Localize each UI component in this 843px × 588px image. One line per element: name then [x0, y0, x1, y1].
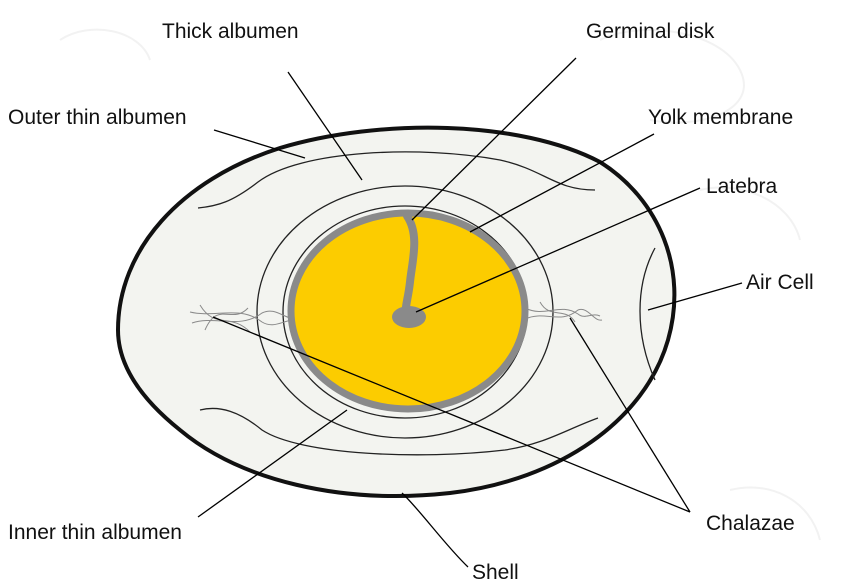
- label-inner-thin-albumen: Inner thin albumen: [8, 521, 182, 544]
- label-outer-thin-albumen: Outer thin albumen: [8, 106, 187, 129]
- label-yolk-membrane: Yolk membrane: [648, 106, 793, 129]
- shell-leader: [402, 493, 468, 567]
- label-chalazae: Chalazae: [706, 512, 795, 535]
- label-shell: Shell: [472, 561, 519, 584]
- label-air-cell: Air Cell: [746, 271, 814, 294]
- label-thick-albumen: Thick albumen: [162, 20, 299, 43]
- label-germinal-disk: Germinal disk: [586, 20, 715, 43]
- label-latebra: Latebra: [706, 175, 778, 198]
